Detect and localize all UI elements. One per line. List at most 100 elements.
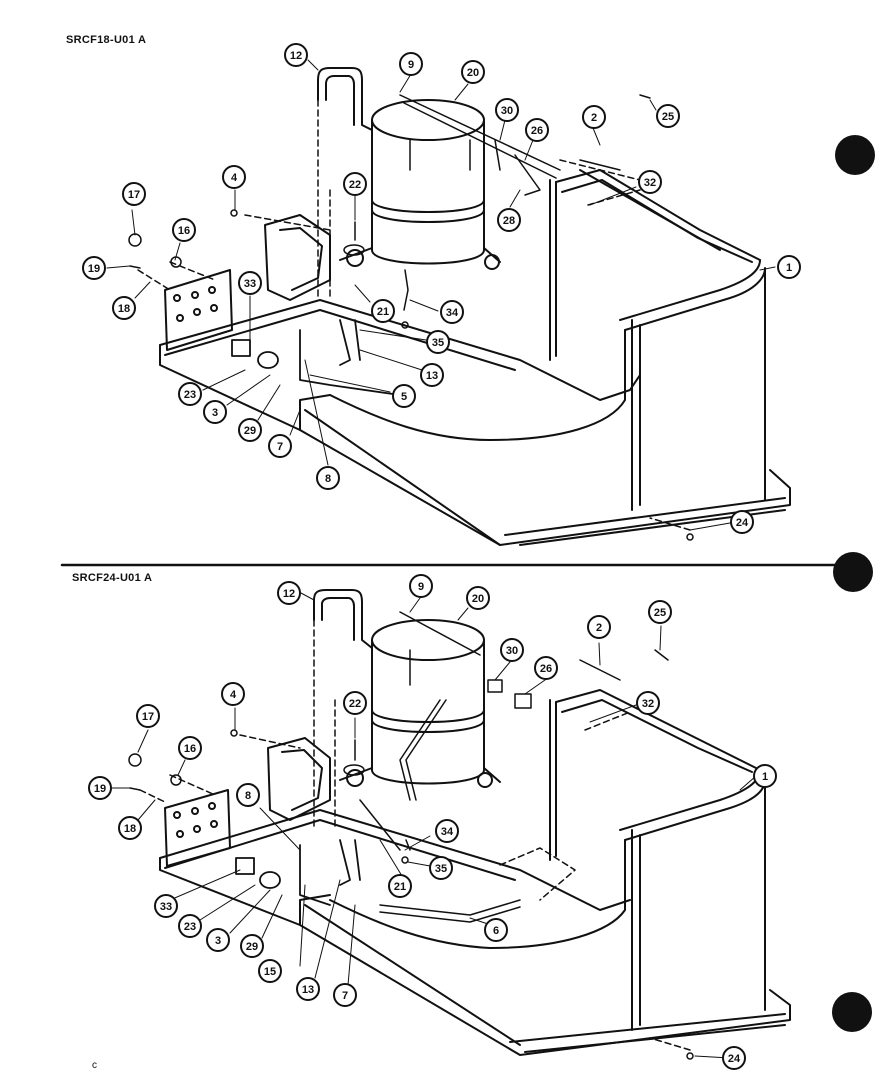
bottom-callout-label: 15 (264, 966, 276, 978)
bottom-callout-circle (500, 638, 524, 662)
top-callout-circle (495, 98, 519, 122)
top-callout-label: 18 (118, 303, 130, 315)
bottom-callout-circle (409, 574, 433, 598)
bottom-callout-label: 32 (642, 698, 654, 710)
bottom-callout-label: 26 (540, 663, 552, 675)
corner-mark: c (92, 1060, 97, 1071)
top-callout-circle (730, 510, 754, 534)
top-callout-circle (392, 384, 416, 408)
top-base-pan (159, 169, 791, 546)
bottom-callout-circle (206, 928, 230, 952)
registration-marks (832, 135, 875, 1032)
top-callout-circle (178, 382, 202, 406)
bottom-callout-circle (648, 600, 672, 624)
top-callout-circle (399, 52, 423, 76)
bottom-callout-label: 13 (302, 984, 314, 996)
bottom-callout-label: 6 (493, 925, 499, 937)
top-callout-circle (343, 172, 367, 196)
top-callout-circle (440, 300, 464, 324)
top-discharge-tube (317, 67, 373, 131)
bottom-callout-circle (484, 918, 508, 942)
bottom-callout-circle (136, 704, 160, 728)
bottom-callout-label: 24 (728, 1053, 741, 1065)
top-callout-label: 24 (736, 517, 749, 529)
top-model-label: SRCF18-U01 A (66, 34, 147, 46)
bottom-small-parts (128, 649, 694, 1060)
top-callout-label: 22 (349, 179, 361, 191)
top-callout-circle (238, 418, 262, 442)
bottom-callout-circle (277, 581, 301, 605)
top-callout-circle (497, 208, 521, 232)
top-callout-label: 28 (503, 215, 515, 227)
top-callout-circle (777, 255, 801, 279)
top-callout-circle (238, 271, 262, 295)
bottom-fan-duct (267, 737, 331, 821)
top-callout-label: 29 (244, 425, 256, 437)
bottom-callout-label: 7 (342, 990, 348, 1002)
top-callout-circle (222, 165, 246, 189)
top-callout-circle (316, 466, 340, 490)
bottom-mounting-plate (164, 789, 231, 867)
bottom-discharge-tube (313, 589, 373, 649)
top-callout-circle (525, 118, 549, 142)
top-compressor (339, 99, 501, 270)
top-tubing (399, 94, 561, 179)
top-callout-label: 8 (325, 473, 331, 485)
bottom-callout-circle (587, 615, 611, 639)
top-callout-circle (426, 330, 450, 354)
top-callout-label: 33 (244, 278, 256, 290)
bottom-callout-label: 21 (394, 881, 406, 893)
top-callout-label: 17 (128, 189, 140, 201)
bottom-callout-label: 16 (184, 743, 196, 755)
bottom-capacitor (235, 839, 361, 906)
top-mounting-plate (164, 269, 233, 351)
top-callout-circle (172, 218, 196, 242)
bottom-callout-label: 17 (142, 711, 154, 723)
bottom-callout-circle (722, 1046, 746, 1070)
bottom-callout-circle (388, 874, 412, 898)
top-callout-label: 26 (531, 125, 543, 137)
bottom-callout-circle (534, 656, 558, 680)
bottom-callout-circle (88, 776, 112, 800)
top-callout-label: 30 (501, 105, 513, 117)
bottom-callout-circle (178, 736, 202, 760)
top-callout-label: 35 (432, 337, 444, 349)
top-callout-circle (638, 170, 662, 194)
top-callout-circle (122, 182, 146, 206)
top-callout-circle (461, 60, 485, 84)
bottom-callout-label: 2 (596, 622, 602, 634)
top-callout-circle (284, 43, 308, 67)
bottom-dash-leaders (139, 619, 691, 1051)
bottom-callout-circle (236, 783, 260, 807)
bottom-callout-label: 25 (654, 607, 666, 619)
bottom-callout-circle (429, 856, 453, 880)
top-callout-label: 34 (446, 307, 459, 319)
bottom-callout-label: 29 (246, 941, 258, 953)
bottom-callout-label: 18 (124, 823, 136, 835)
bottom-callout-label: 9 (418, 581, 424, 593)
top-callout-label: 1 (786, 262, 792, 274)
bottom-callout-label: 8 (245, 790, 251, 802)
top-callout-circle (268, 434, 292, 458)
top-capacitor (231, 319, 401, 396)
bottom-callout-label: 4 (230, 689, 237, 701)
bottom-leader-lines (111, 592, 757, 1059)
top-callout-circle (656, 104, 680, 128)
bottom-callout-circle (435, 819, 459, 843)
top-callout-label: 12 (290, 50, 302, 62)
bottom-callout-label: 3 (215, 935, 221, 947)
top-callout-label: 19 (88, 263, 100, 275)
bottom-callout-circle (258, 959, 282, 983)
bottom-callout-circle (178, 914, 202, 938)
bottom-callout-circle (753, 764, 777, 788)
top-leader-lines (106, 59, 776, 531)
top-callout-label: 23 (184, 389, 196, 401)
bottom-callout-circle (154, 894, 178, 918)
top-callout-label: 5 (401, 391, 407, 403)
top-callout-label: 32 (644, 177, 656, 189)
bottom-callout-circle (466, 586, 490, 610)
top-callout-label: 20 (467, 67, 479, 79)
